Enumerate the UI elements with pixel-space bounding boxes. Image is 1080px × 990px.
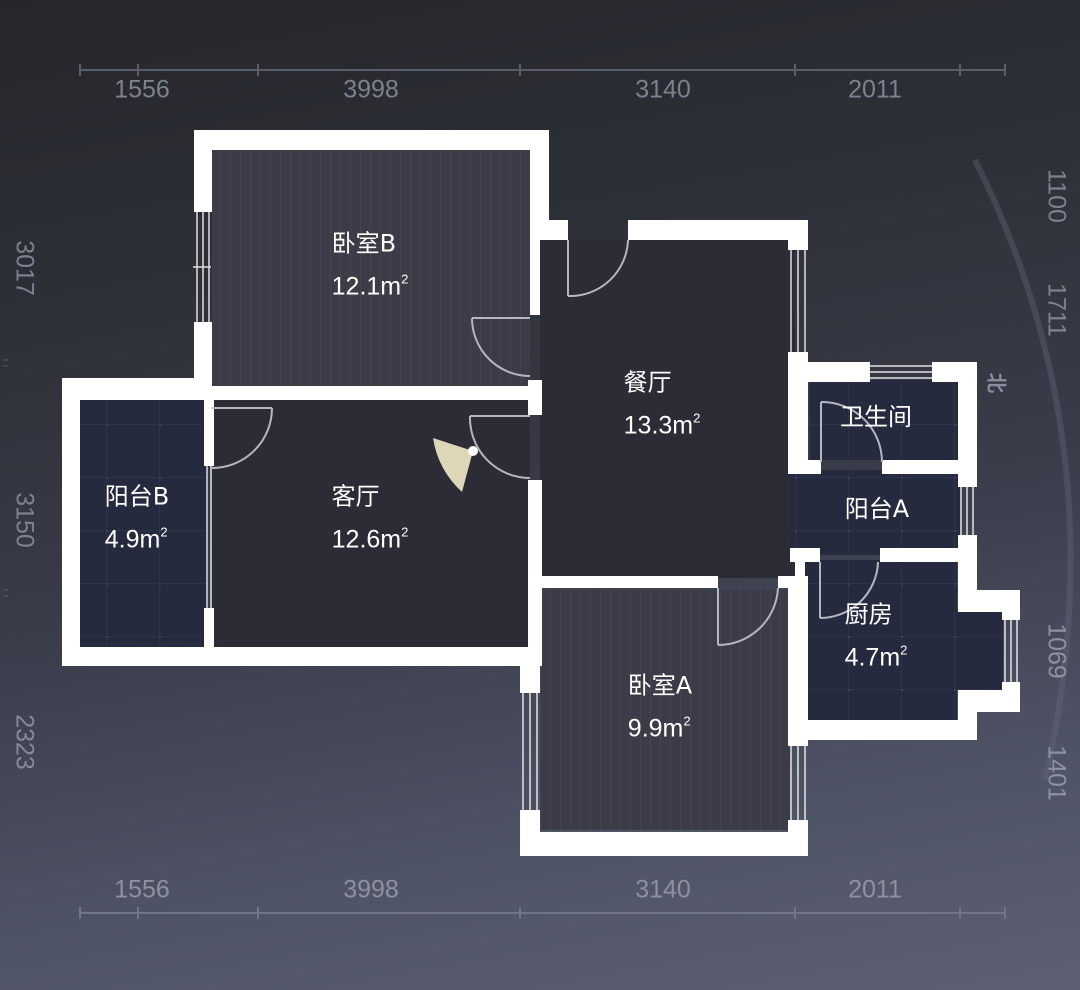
- room-area: 13.3m2: [623, 410, 701, 440]
- room-living-room[interactable]: 客厅 12.6m2: [332, 479, 409, 558]
- dim-left-2: 3150: [10, 492, 39, 548]
- dim-bottom-4: 2011: [848, 875, 902, 904]
- room-bedroom-a[interactable]: 卧室A 9.9m2: [628, 668, 692, 747]
- north-indicator: 北: [984, 373, 1009, 393]
- doors: [211, 239, 883, 647]
- room-name: 卧室A: [627, 671, 693, 700]
- dimension-lines-top: [79, 64, 1006, 76]
- room-bedroom-b[interactable]: 卧室B 12.1m2: [332, 226, 409, 305]
- room-bathroom[interactable]: 卫生间: [840, 399, 912, 435]
- room-area: 4.9m2: [104, 524, 168, 554]
- floor-living-room: [212, 400, 530, 647]
- room-dining-room[interactable]: 餐厅 13.3m2: [624, 365, 701, 444]
- room-name: 卫生间: [840, 403, 912, 431]
- dimension-lines-left: [3, 359, 8, 597]
- room-name: 卧室B: [331, 229, 397, 258]
- room-area: 4.7m2: [844, 642, 908, 672]
- windows: [193, 212, 1018, 820]
- floor-bedroom-a: [540, 590, 790, 830]
- dim-bottom-3: 3140: [635, 875, 691, 904]
- room-area: 9.9m2: [627, 713, 691, 743]
- dim-right-4: 1401: [1042, 745, 1071, 801]
- walls: [62, 130, 1020, 856]
- dim-bottom-2: 3998: [343, 875, 399, 904]
- room-name: 阳台B: [104, 482, 170, 511]
- room-balcony-b[interactable]: 阳台B 4.9m2: [105, 479, 169, 558]
- dimension-lines-bottom: [79, 907, 1006, 919]
- camera-view-marker: [433, 438, 478, 492]
- room-area: 12.6m2: [331, 524, 409, 554]
- dim-top-2: 3998: [343, 75, 399, 104]
- dim-right-1: 1100: [1042, 169, 1071, 223]
- dim-left-1: 3017: [10, 240, 39, 296]
- room-name: 餐厅: [623, 368, 672, 397]
- dim-top-1: 1556: [114, 75, 170, 104]
- dim-right-2: 1711: [1042, 283, 1071, 337]
- floor-kitchen-nook: [955, 610, 1003, 690]
- dim-right-3: 1069: [1042, 623, 1071, 679]
- room-balcony-a[interactable]: 阳台A: [845, 491, 909, 527]
- room-kitchen[interactable]: 厨房 4.7m2: [845, 597, 908, 676]
- floor-kitchen: [805, 560, 957, 720]
- room-area: 12.1m2: [331, 271, 409, 301]
- floor-balcony-a: [790, 470, 960, 555]
- floor-balcony-b: [80, 400, 208, 647]
- dim-bottom-1: 1556: [114, 875, 170, 904]
- dim-top-3: 3140: [635, 75, 691, 104]
- dim-left-3: 2323: [10, 714, 39, 770]
- floor-dining-room: [540, 240, 795, 578]
- room-name: 客厅: [331, 482, 380, 511]
- room-name: 阳台A: [844, 495, 910, 523]
- floor-bathroom: [810, 380, 958, 460]
- room-name: 厨房: [844, 600, 893, 629]
- floor-bedroom-b: [212, 150, 530, 388]
- compass-arc: [972, 158, 1074, 781]
- dim-top-4: 2011: [848, 75, 902, 104]
